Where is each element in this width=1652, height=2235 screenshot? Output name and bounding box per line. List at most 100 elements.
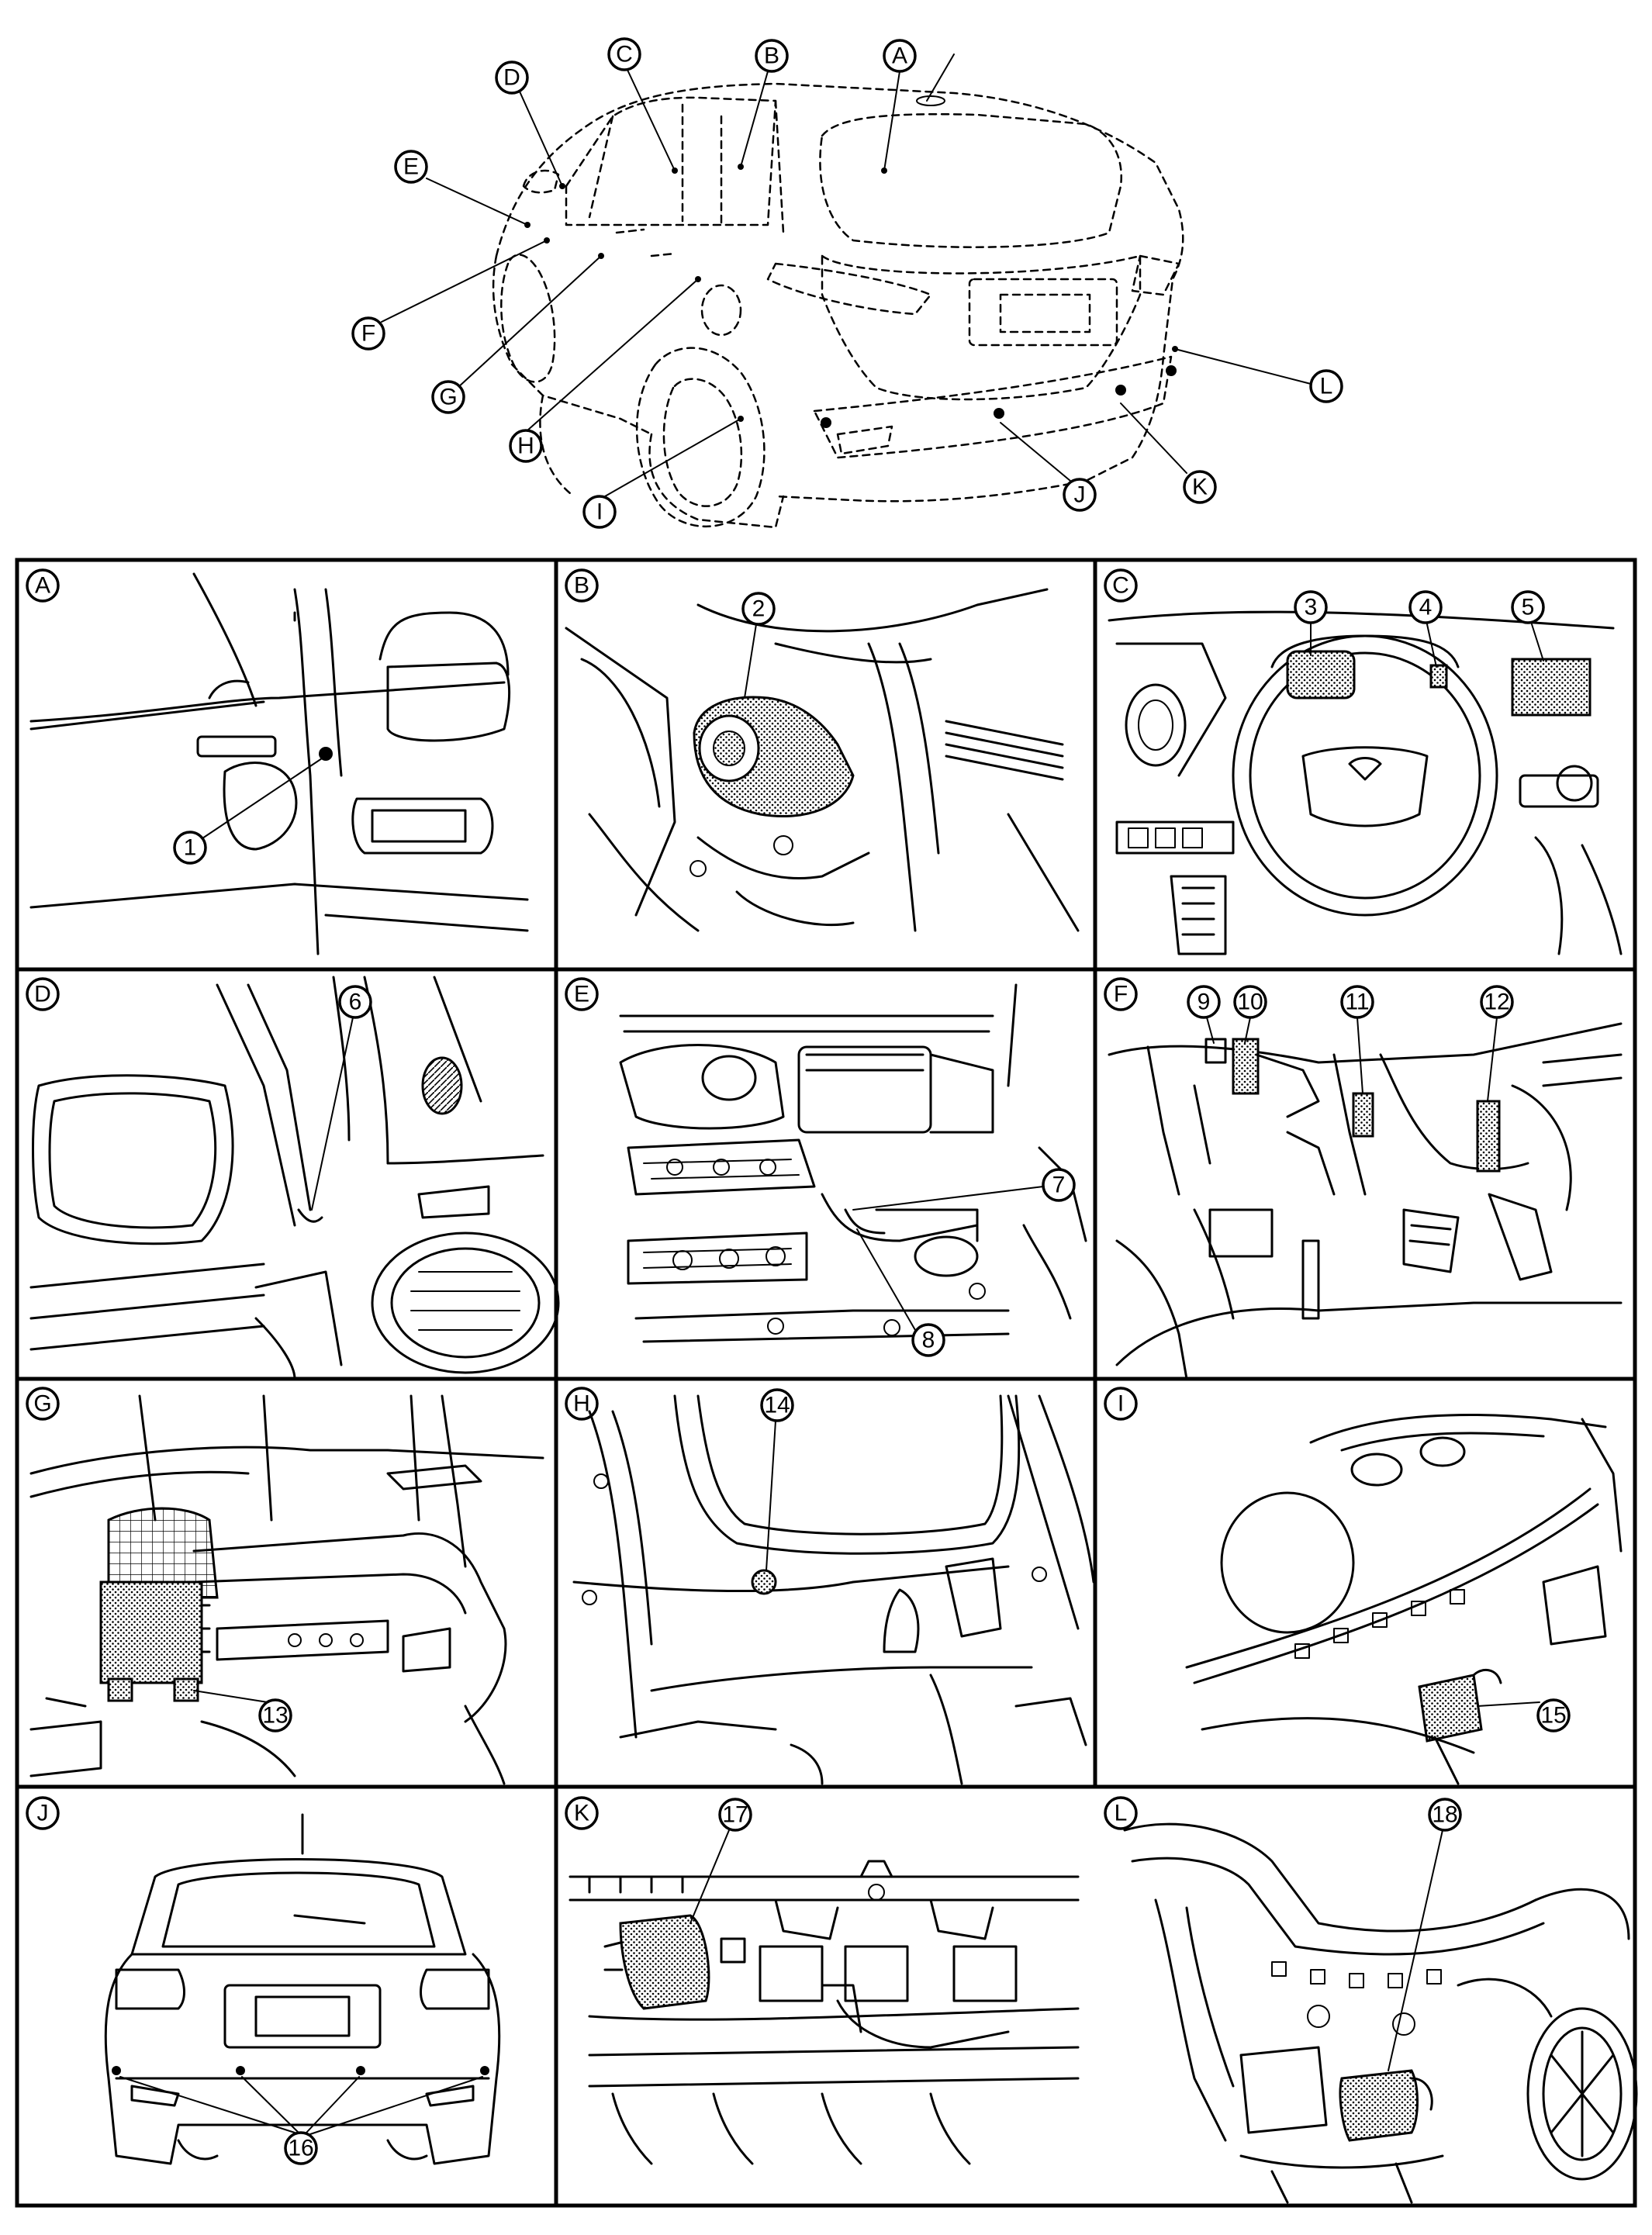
panel-I: I 15	[1104, 1387, 1623, 1785]
panel-B-callout-2: 2	[741, 592, 776, 626]
overview-callout-B: B	[755, 39, 789, 73]
panel-I-callout-15: 15	[1536, 1698, 1571, 1732]
panel-C-callout-5: 5	[1511, 590, 1545, 624]
detail-grid-frame	[15, 558, 1637, 2208]
panel-K-callout-17: 17	[718, 1798, 752, 1832]
svg-text:C: C	[616, 42, 633, 67]
panel-A: A 1	[26, 568, 529, 955]
overview-callout-C: C	[607, 37, 641, 71]
svg-text:9: 9	[1198, 990, 1211, 1015]
overview-callout-K: K	[1183, 470, 1217, 504]
panel-K: K 17	[565, 1796, 1080, 2165]
overview-leader-lines	[381, 67, 1312, 497]
overview-callout-J: J	[1063, 478, 1097, 512]
svg-text:4: 4	[1419, 595, 1433, 620]
svg-text:5: 5	[1522, 595, 1535, 620]
svg-text:A: A	[892, 43, 907, 69]
svg-text:J: J	[37, 1801, 49, 1826]
svg-text:E: E	[403, 154, 419, 180]
svg-text:14: 14	[764, 1393, 790, 1418]
panel-E-letter: E	[565, 977, 599, 1011]
panel-C-callout-3: 3	[1294, 590, 1328, 624]
svg-text:2: 2	[752, 596, 766, 622]
svg-text:L: L	[1320, 374, 1333, 399]
panel-C-letter: C	[1104, 568, 1138, 603]
svg-text:13: 13	[262, 1703, 288, 1729]
overview-callout-H: H	[509, 429, 543, 463]
svg-text:8: 8	[922, 1328, 935, 1353]
panel-I-letter: I	[1104, 1387, 1138, 1421]
overview-callout-I: I	[582, 495, 617, 529]
svg-text:H: H	[573, 1391, 590, 1417]
svg-text:16: 16	[288, 2136, 313, 2161]
overview-callout-F: F	[351, 316, 385, 351]
panel-F: F 9 10 11 12	[1104, 977, 1623, 1380]
svg-text:D: D	[503, 65, 520, 91]
panel-C-callout-4: 4	[1408, 590, 1443, 624]
svg-text:6: 6	[349, 990, 362, 1015]
panel-A-callout-1: 1	[173, 831, 207, 865]
vehicle-overview: A B C D E F G H I J K L	[351, 37, 1343, 529]
panel-F-callout-12: 12	[1480, 985, 1514, 1019]
panel-F-callout-11: 11	[1340, 985, 1374, 1019]
panel-L-letter: L	[1104, 1796, 1138, 1830]
svg-text:12: 12	[1484, 990, 1509, 1015]
panel-G-letter: G	[26, 1387, 60, 1421]
overview-callout-E: E	[394, 150, 428, 184]
svg-text:J: J	[1074, 482, 1086, 508]
panel-D: D 6	[26, 976, 560, 1380]
overview-callout-L: L	[1309, 369, 1343, 403]
overview-callout-A: A	[883, 39, 917, 73]
svg-text:1: 1	[184, 835, 197, 861]
panel-E-callout-7: 7	[1042, 1168, 1076, 1202]
svg-text:L: L	[1115, 1801, 1128, 1826]
panel-H-letter: H	[565, 1387, 599, 1421]
svg-text:G: G	[439, 385, 457, 410]
svg-text:D: D	[34, 982, 51, 1007]
svg-text:B: B	[764, 43, 779, 69]
panel-E-callout-8: 8	[911, 1323, 945, 1357]
svg-text:C: C	[1112, 573, 1129, 599]
panel-H: H 14	[565, 1387, 1095, 1785]
overview-callout-D: D	[495, 60, 529, 95]
panel-F-callout-9: 9	[1187, 985, 1221, 1019]
svg-text:K: K	[1192, 475, 1208, 500]
svg-text:A: A	[35, 573, 50, 599]
svg-text:17: 17	[722, 1802, 748, 1828]
overview-callout-G: G	[431, 380, 465, 414]
panel-J-letter: J	[26, 1796, 60, 1830]
panel-F-letter: F	[1104, 977, 1138, 1011]
svg-text:H: H	[517, 434, 534, 459]
svg-text:15: 15	[1540, 1703, 1566, 1729]
panel-E: E 7 8	[565, 977, 1087, 1357]
svg-text:F: F	[1114, 982, 1128, 1007]
svg-text:F: F	[361, 321, 375, 347]
panel-L-callout-18: 18	[1428, 1798, 1462, 1832]
panel-J: J 16	[26, 1796, 501, 2165]
svg-text:K: K	[574, 1801, 589, 1826]
panel-D-letter: D	[26, 977, 60, 1011]
svg-text:E: E	[574, 982, 589, 1007]
svg-text:G: G	[33, 1391, 51, 1417]
svg-text:7: 7	[1052, 1173, 1066, 1198]
panel-H-callout-14: 14	[760, 1388, 794, 1422]
panel-F-callout-10: 10	[1233, 985, 1267, 1019]
svg-text:3: 3	[1305, 595, 1318, 620]
panel-B-letter: B	[565, 568, 599, 603]
svg-text:B: B	[574, 573, 589, 599]
svg-text:18: 18	[1432, 1802, 1457, 1828]
panel-G: G 13	[26, 1387, 544, 1785]
panel-A-letter: A	[26, 568, 60, 603]
panel-L: L 18	[1104, 1796, 1638, 2204]
panel-B: B 2	[565, 568, 1080, 932]
svg-text:I: I	[1118, 1391, 1124, 1417]
svg-text:10: 10	[1237, 990, 1263, 1015]
panel-J-callout-16: 16	[284, 2131, 318, 2165]
svg-text:I: I	[596, 499, 603, 525]
panel-D-callout-6: 6	[338, 985, 372, 1019]
panel-K-letter: K	[565, 1796, 599, 1830]
svg-text:11: 11	[1345, 990, 1369, 1015]
panel-G-callout-13: 13	[258, 1698, 292, 1732]
panel-C: C 3 4 5	[1104, 568, 1623, 955]
